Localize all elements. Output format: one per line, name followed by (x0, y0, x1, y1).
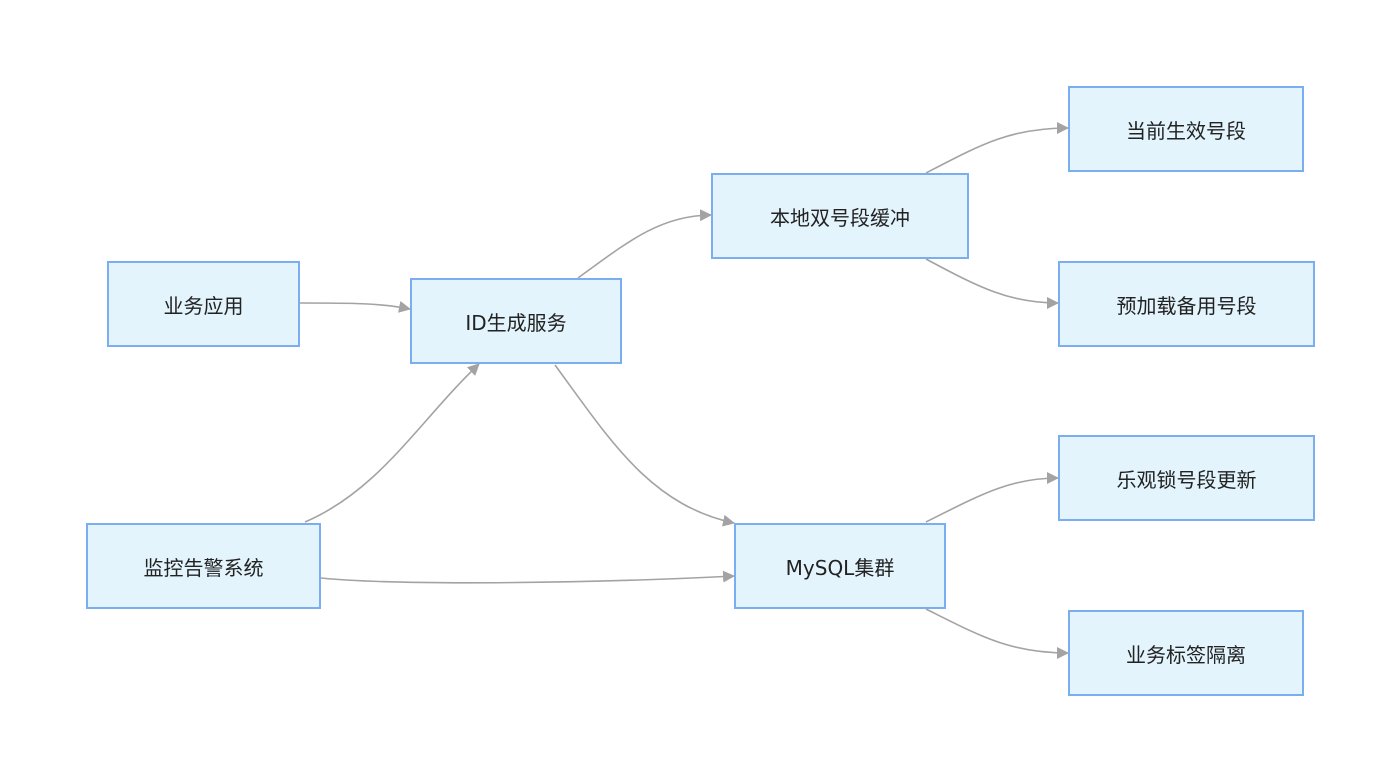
edge-monitor-to-id-service (304, 363, 480, 523)
node-current-segment-label: 当前生效号段 (1126, 118, 1246, 143)
edge-local-buffer-to-current-segment (925, 122, 1069, 174)
edge-mysql-to-tag-isolation (925, 608, 1069, 659)
node-local-buffer-label: 本地双号段缓冲 (770, 205, 910, 230)
node-biz-app-label: 业务应用 (163, 293, 244, 318)
node-mysql-label: MySQL集群 (785, 555, 895, 580)
node-monitor: 监控告警系统 (86, 523, 321, 609)
node-preload-segment-label: 预加载备用号段 (1116, 293, 1257, 318)
node-monitor-label: 监控告警系统 (143, 555, 264, 580)
node-current-segment: 当前生效号段 (1068, 86, 1304, 172)
edge-local-buffer-to-preload-segment (925, 258, 1059, 309)
node-tag-isolation: 业务标签隔离 (1068, 610, 1304, 696)
node-local-buffer: 本地双号段缓冲 (711, 173, 969, 259)
edge-mysql-to-optimistic-lock (925, 472, 1059, 523)
node-id-service-label: ID生成服务 (465, 310, 567, 335)
edge-monitor-to-mysql (320, 570, 735, 584)
edge-id-service-to-mysql (554, 364, 735, 527)
node-biz-app: 业务应用 (107, 261, 300, 347)
edge-id-service-to-local-buffer (577, 209, 712, 279)
edge-biz-app-to-id-service (299, 300, 411, 313)
node-tag-isolation-label: 业务标签隔离 (1126, 642, 1246, 667)
node-optimistic-lock-label: 乐观锁号段更新 (1116, 467, 1257, 492)
node-id-service: ID生成服务 (410, 278, 622, 364)
node-preload-segment: 预加载备用号段 (1058, 261, 1315, 347)
node-optimistic-lock: 乐观锁号段更新 (1058, 435, 1315, 521)
node-mysql: MySQL集群 (734, 523, 946, 609)
